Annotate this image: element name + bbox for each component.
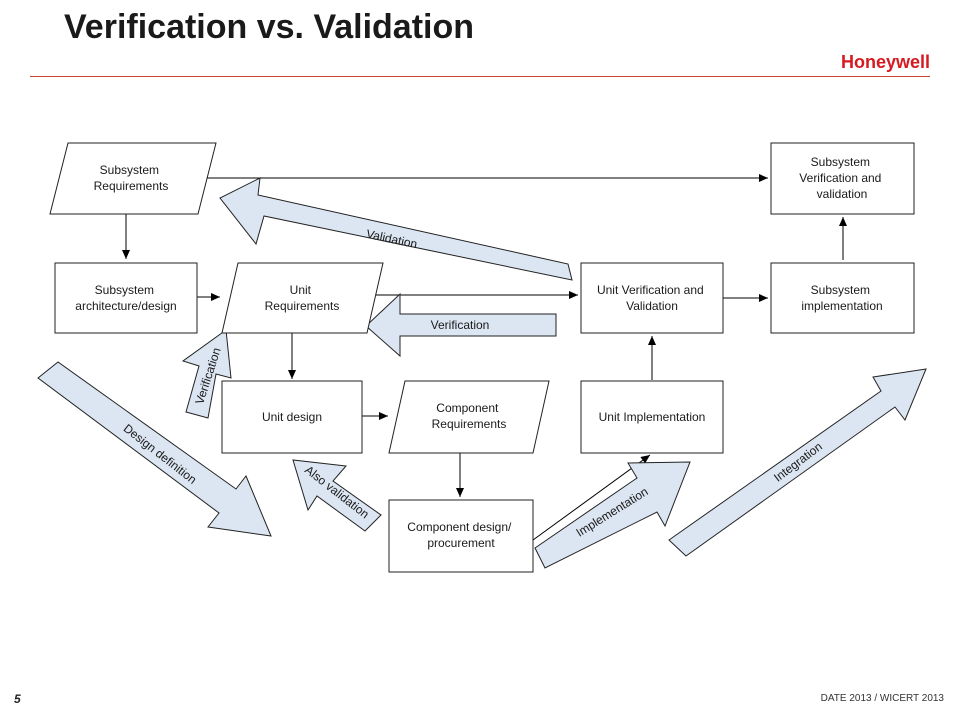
integration-band-arrow [668, 368, 927, 557]
title-divider [30, 76, 930, 77]
verification-band-arrow [365, 292, 557, 358]
unit-vv-node [580, 262, 724, 334]
unit-design-label: Unit design [262, 410, 322, 424]
subsystem-vv-node [770, 142, 915, 215]
subsystem-architecture-label: Subsystem architecture/design [75, 283, 176, 313]
footer-text: DATE 2013 / WICERT 2013 [820, 693, 944, 704]
band-arrows [37, 177, 927, 569]
unit-requirements-node [221, 262, 384, 334]
unit-vv-label: Unit Verification and Validation [597, 283, 707, 313]
verification-band-label: Verification [431, 318, 490, 332]
honeywell-logo: Honeywell [840, 52, 930, 72]
subsystem-implementation-label: Subsystem implementation [801, 283, 882, 313]
subsystem-vv-label: Subsystem Verification and validation [799, 155, 884, 201]
also-validation-band-arrow [292, 459, 382, 532]
component-requirements-label: Component Requirements [432, 401, 507, 431]
design-definition-band-arrow [37, 361, 272, 537]
component-design-node [388, 499, 534, 573]
component-requirements-node [388, 380, 550, 454]
component-design-label: Component design/ procurement [407, 520, 514, 550]
unit-requirements-label: Unit Requirements [265, 283, 340, 313]
unit-design-node [221, 380, 363, 454]
subsystem-requirements-node [49, 142, 217, 215]
implementation-band-arrow [534, 461, 691, 569]
validation-band-arrow [219, 177, 573, 281]
unit-implementation-node [580, 380, 724, 454]
nodes [49, 142, 915, 573]
subsystem-implementation-node [770, 262, 915, 334]
subsystem-architecture-node [54, 262, 198, 334]
node-labels: Subsystem Requirements Subsystem Verific… [75, 155, 884, 550]
page-title: Verification vs. Validation [64, 8, 475, 46]
connector-comp-design-to-unit-impl [532, 454, 651, 541]
page-number: 5 [14, 692, 21, 706]
subsystem-requirements-label: Subsystem Requirements [94, 163, 169, 193]
unit-implementation-label: Unit Implementation [599, 410, 706, 424]
connectors [122, 174, 847, 541]
verification-up-band-arrow [181, 329, 232, 419]
